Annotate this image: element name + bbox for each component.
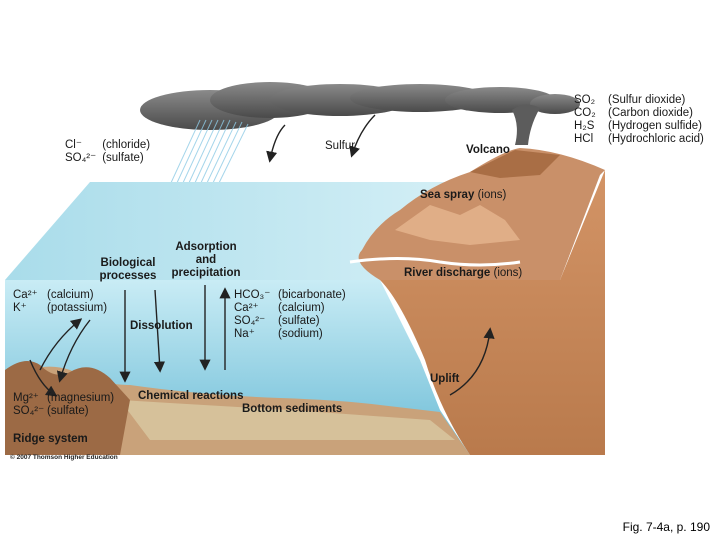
chemical-reactions-label: Chemical reactions	[138, 390, 244, 402]
figure-caption: Fig. 7-4a, p. 190	[622, 520, 710, 534]
ion-item: SO₄²⁻(sulfate)	[234, 315, 320, 327]
ion-item: Na⁺(sodium)	[234, 328, 323, 340]
ion-item: Ca²⁺(calcium)	[13, 289, 94, 301]
adsorption-label: Adsorption and precipitation	[171, 241, 241, 279]
volcanic-gases-list: SO₂(Sulfur dioxide) CO₂(Carbon dioxide) …	[574, 94, 704, 146]
ion-item: K⁺(potassium)	[13, 302, 108, 314]
uplift-label: Uplift	[430, 373, 460, 385]
sea-spray-label: Sea spray (ions)	[420, 189, 507, 201]
gas-item: H₂S(Hydrogen sulfide)	[574, 120, 702, 132]
bottom-sediment-layer	[120, 400, 455, 440]
river	[349, 257, 521, 267]
ion-item: SO₄²⁻(sulfate)	[13, 405, 89, 417]
river-discharge-label: River discharge (ions)	[404, 267, 523, 279]
ion-item: HCO₃⁻(bicarbonate)	[234, 289, 346, 301]
volcano-plume	[512, 104, 540, 145]
cloud-band	[140, 82, 580, 130]
dissolution-label: Dissolution	[130, 320, 193, 332]
left-ions-list: Ca²⁺(calcium) K⁺(potassium)	[13, 289, 107, 315]
land-cross-section	[380, 170, 605, 455]
gas-item: SO₂(Sulfur dioxide)	[574, 94, 686, 106]
ridge-system-label: Ridge system	[13, 433, 88, 445]
dissolved-ions-list: HCO₃⁻(bicarbonate) Ca²⁺(calcium) SO₄²⁻(s…	[234, 289, 346, 341]
bottom-sediments-label: Bottom sediments	[242, 403, 343, 415]
ion-item: Mg²⁺(magnesium)	[13, 392, 115, 404]
ridge	[5, 361, 130, 455]
ridge-ions-list: Mg²⁺(magnesium) SO₄²⁻(sulfate)	[13, 392, 114, 418]
gas-item: CO₂(Carbon dioxide)	[574, 107, 694, 119]
biological-processes-label: Biological processes	[99, 257, 157, 282]
rain-streaks	[169, 119, 249, 186]
sulfur-label: Sulfur	[325, 140, 356, 152]
volcano-label: Volcano	[466, 144, 510, 156]
ion-item: Ca²⁺(calcium)	[234, 302, 325, 314]
gas-item: HCl(Hydrochloric acid)	[574, 133, 704, 145]
chloride-label: Cl⁻ (chloride) SO₄²⁻ (sulfate)	[65, 139, 151, 164]
copyright-notice: © 2007 Thomson Higher Education	[10, 454, 118, 461]
flow-arrows	[29, 114, 495, 397]
